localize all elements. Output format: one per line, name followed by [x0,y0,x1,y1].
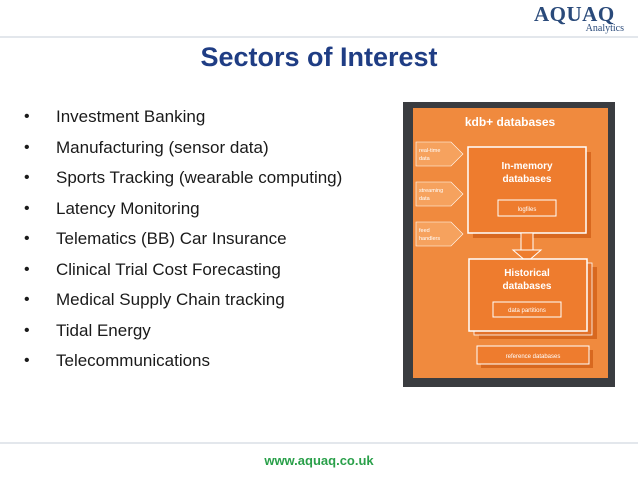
logo-subtitle: Analytics [585,23,624,34]
list-item: • Clinical Trial Cost Forecasting [24,255,342,286]
list-item-label: Investment Banking [56,107,206,127]
logfiles-box [497,199,557,217]
reference-label: reference databases [506,354,561,360]
list-item-label: Latency Monitoring [56,198,200,218]
list-item-label: Medical Supply Chain tracking [56,290,285,310]
bullet-icon: • [24,260,30,278]
bullet-icon: • [24,352,30,370]
footer-url[interactable]: www.aquaq.co.uk [264,453,374,468]
list-item: • Tidal Energy [24,316,342,347]
list-item: • Medical Supply Chain tracking [24,285,342,316]
list-item: • Telematics (BB) Car Insurance [24,224,342,255]
in-memory-title: In-memory [501,161,553,172]
list-item: • Investment Banking [24,102,342,133]
connector-arrow-head [511,249,543,263]
input-label: real-time [419,148,440,154]
header-divider [0,36,638,38]
list-item: • Sports Tracking (wearable computing) [24,163,342,194]
in-memory-box [467,146,587,234]
sector-list: • Investment Banking • Manufacturing (sens… [24,102,342,377]
bullet-icon: • [24,321,30,339]
list-item-label: Clinical Trial Cost Forecasting [56,259,281,279]
input-label: data [419,156,431,162]
bullet-icon: • [24,108,30,126]
bullet-icon: • [24,138,30,156]
list-item-label: Telecommunications [56,351,211,371]
data-partitions-label: data partitions [508,308,546,314]
input-label: feed [419,228,430,234]
list-item: • Latency Monitoring [24,194,342,225]
streaming-data-arrow [415,181,464,207]
kdb-architecture-diagram: kdb+ databases real-time data streaming … [403,102,615,387]
historical-box [468,258,588,332]
reference-box [476,345,590,365]
bullet-icon: • [24,199,30,217]
input-label: data [419,196,431,202]
list-item-label: Manufacturing (sensor data) [56,137,269,157]
historical-title: databases [503,281,552,292]
aquaq-logo: AQUAQ Analytics [534,2,630,36]
data-partitions-box [492,301,562,318]
top-bar: AQUAQ Analytics [0,0,638,36]
bullet-icon: • [24,230,30,248]
diagram-title: kdb+ databases [465,115,556,129]
list-item-label: Sports Tracking (wearable computing) [56,168,343,188]
list-item: • Telecommunications [24,346,342,377]
logo-wordmark: AQUAQ [534,2,615,26]
bullet-icon: • [24,291,30,309]
feed-handlers-arrow [415,221,464,247]
input-label: streaming [419,188,443,194]
connector-arrow-shaft [520,232,534,252]
bullet-icon: • [24,169,30,187]
in-memory-title: databases [503,174,552,185]
logfiles-label: logfiles [518,207,537,213]
list-item-label: Telematics (BB) Car Insurance [56,229,287,249]
historical-title: Historical [504,268,550,279]
list-item: • Manufacturing (sensor data) [24,133,342,164]
slide-title: Sectors of Interest [200,42,438,72]
list-item-label: Tidal Energy [56,320,151,340]
realtime-data-arrow [415,141,464,167]
input-label: handlers [419,236,440,242]
footer-divider [0,442,638,444]
